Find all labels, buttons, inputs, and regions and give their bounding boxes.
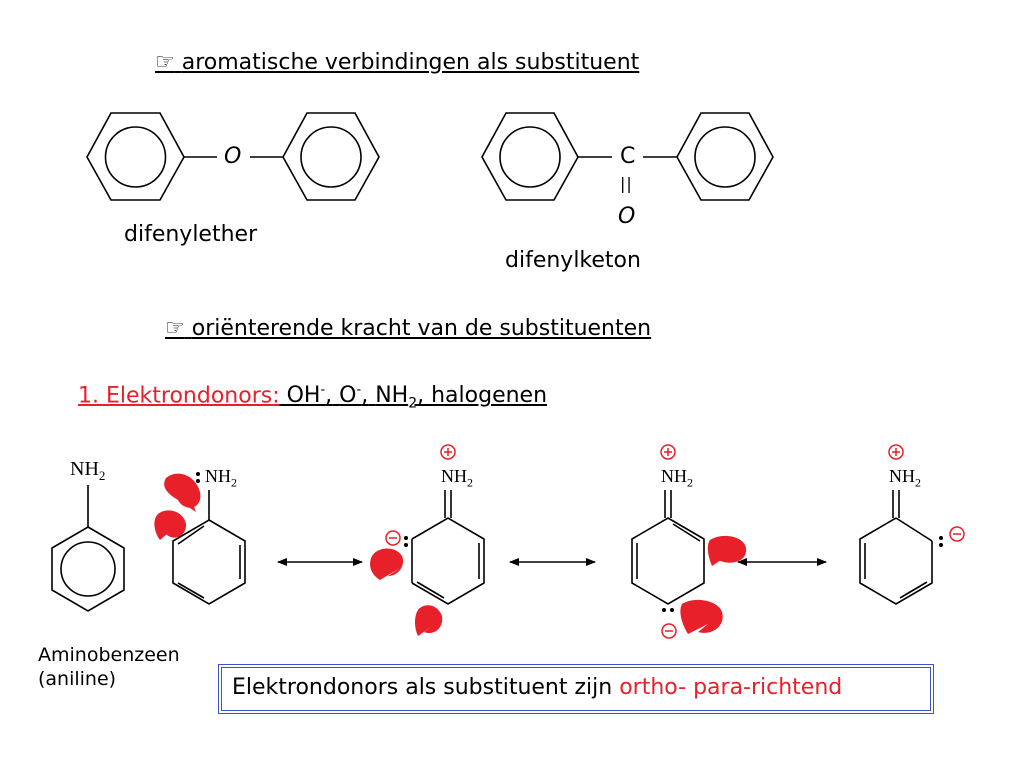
lone-pair-dot (939, 543, 943, 547)
donor-nh2: NH (375, 383, 409, 409)
donor-separator: , (361, 383, 369, 409)
section-heading-text: oriënterende kracht van de substituenten (191, 316, 652, 341)
resonance-ring-1 (172, 490, 246, 605)
positive-charge-icon (888, 444, 904, 460)
pointing-hand-icon: ☞ (165, 316, 185, 341)
resonance-ring-4 (859, 490, 933, 605)
electron-push-arrow (154, 510, 187, 540)
aniline-caption-line2: (aniline) (38, 668, 117, 690)
donors-line: 1. Elektrondonors: OH-, O-, NH2, halogen… (78, 383, 547, 412)
ketone-right-ring (676, 112, 774, 201)
negative-charge-icon (385, 530, 401, 546)
section-heading-aromatic: ☞ aromatische verbindingen als substitue… (155, 50, 639, 75)
ketone-oxygen-label: O (618, 204, 636, 229)
donor-nh2-sub: 2 (408, 395, 418, 412)
donor-o: O (339, 383, 357, 409)
aniline-caption-line1: Aminobenzeen (38, 644, 180, 666)
summary-box: Elektrondonors als substituent zijn orth… (218, 664, 934, 714)
lone-pair-dot (404, 543, 408, 547)
donors-label: 1. Elektrondonors: (78, 383, 280, 409)
positive-charge-icon (660, 444, 676, 460)
electron-push-arrow (415, 605, 443, 636)
aniline-ring (51, 485, 125, 612)
donor-separator: , (325, 383, 333, 409)
resonance-nh2-label: NH2 (661, 466, 693, 490)
resonance-nh2-label: NH2 (889, 466, 921, 490)
ketone-double-bond: || (620, 174, 633, 193)
ether-left-ring (86, 112, 185, 201)
donors-list: OH-, O-, NH2, halogenen (280, 383, 548, 412)
negative-charge-icon (661, 623, 677, 639)
ketone-carbon-label: C (620, 144, 636, 169)
pointing-hand-icon: ☞ (155, 50, 175, 75)
lone-pair-dot (196, 479, 200, 483)
summary-highlight: ortho- para-richtend (619, 675, 843, 700)
section-heading-text: aromatische verbindingen als substituent (181, 50, 640, 75)
resonance-nh2-label: NH2 (205, 466, 237, 490)
positive-charge-icon (440, 444, 456, 460)
donor-o-charge: - (356, 383, 362, 398)
aniline-nh2-label: NH2 (70, 458, 106, 483)
donor-rest: , halogenen (417, 383, 548, 409)
donor-oh-charge: - (320, 383, 326, 398)
negative-charge-icon (949, 526, 965, 542)
lone-pair-dot (196, 472, 200, 476)
ketone-name: difenylketon (505, 248, 641, 273)
donor-oh: OH (286, 383, 321, 409)
electron-push-arrow (680, 599, 723, 634)
electron-push-arrow (707, 535, 747, 566)
aniline-caption: Aminobenzeen (aniline) (38, 643, 180, 691)
lone-pair-dot (404, 536, 408, 540)
summary-text: Elektrondonors als substituent zijn (232, 675, 620, 700)
ether-name: difenylether (124, 222, 258, 247)
electron-push-arrow (370, 548, 404, 580)
lone-pair-dot (939, 536, 943, 540)
resonance-nh2-label: NH2 (441, 466, 473, 490)
ether-oxygen-label: O (224, 144, 242, 169)
resonance-ring-2 (411, 490, 485, 605)
resonance-ring-3 (631, 490, 705, 605)
lone-pair-dot (662, 608, 666, 612)
electron-push-arrow (164, 473, 201, 512)
ketone-left-ring (481, 112, 579, 201)
lone-pair-dot (670, 608, 674, 612)
ether-right-ring (282, 112, 380, 201)
section-heading-orienting: ☞ oriënterende kracht van de substituent… (165, 316, 651, 341)
